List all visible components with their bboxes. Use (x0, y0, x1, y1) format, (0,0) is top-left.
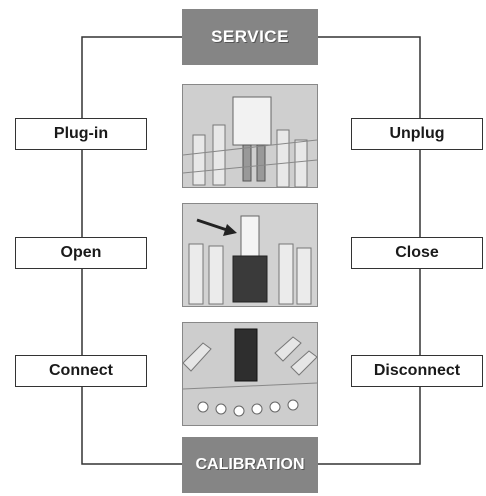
calibration-footer: CALIBRATION (182, 437, 318, 493)
close-step: Close (351, 237, 483, 269)
connect-step: Connect (15, 355, 147, 387)
open-step: Open (15, 237, 147, 269)
unplug-step: Unplug (351, 118, 483, 150)
plug-photo (182, 84, 318, 188)
connector-photo (182, 322, 318, 426)
plug-in-step: Plug-in (15, 118, 147, 150)
disconnect-step: Disconnect (351, 355, 483, 387)
service-header: SERVICE (182, 9, 318, 65)
valve-photo (182, 203, 318, 307)
